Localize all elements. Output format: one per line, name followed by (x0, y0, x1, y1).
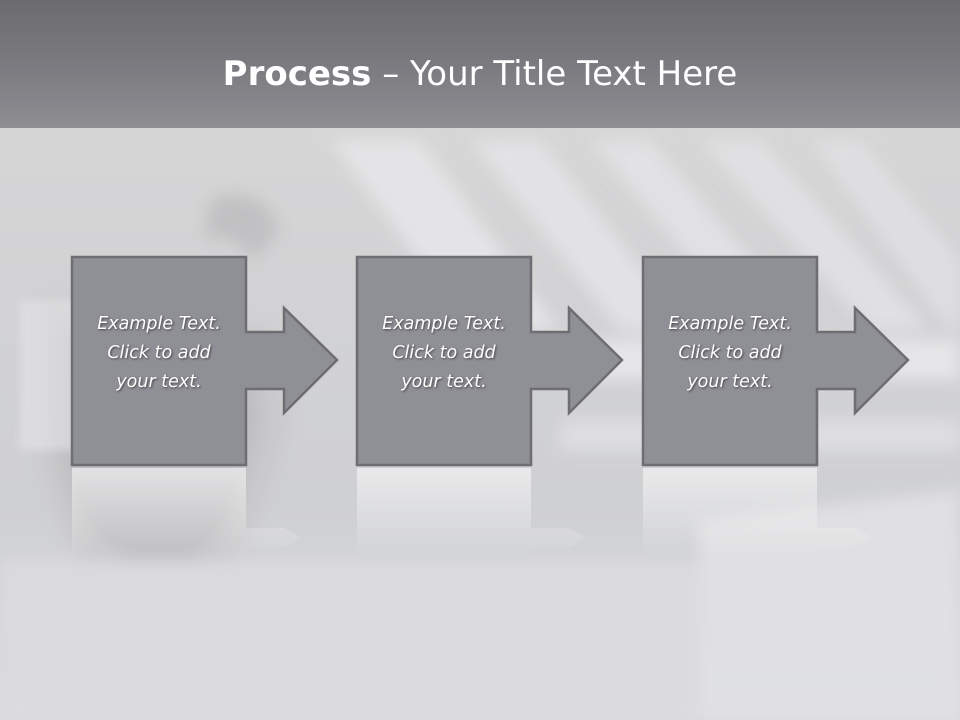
step-1-line-3: your text. (116, 372, 202, 392)
process-step-text-2[interactable]: Example Text. Click to add your text. (356, 310, 532, 397)
title-bold: Process (222, 54, 372, 94)
process-step-text-1[interactable]: Example Text. Click to add your text. (71, 310, 247, 397)
step-3-line-2: Click to add (678, 343, 782, 363)
step-2-line-2: Click to add (392, 343, 496, 363)
title-band (0, 0, 960, 128)
step-2-line-3: your text. (401, 372, 487, 392)
process-step-3[interactable]: Example Text. Click to add your text. (641, 255, 910, 467)
process-step-2[interactable]: Example Text. Click to add your text. (355, 255, 624, 467)
process-arrow-shape-3 (641, 255, 910, 467)
title-dash: – (371, 54, 411, 94)
step-2-line-1: Example Text. (382, 314, 506, 334)
step-3-line-3: your text. (687, 372, 773, 392)
process-step-1[interactable]: Example Text. Click to add your text. (70, 255, 339, 467)
process-arrow-shape-1 (70, 255, 339, 467)
process-arrow-shape-2 (355, 255, 624, 467)
step-1-line-1: Example Text. (97, 314, 221, 334)
process-step-text-3[interactable]: Example Text. Click to add your text. (642, 310, 818, 397)
title-rest: Your Title Text Here (410, 54, 738, 94)
page-title[interactable]: Process – Your Title Text Here (0, 50, 960, 98)
step-1-line-2: Click to add (107, 343, 211, 363)
step-3-line-1: Example Text. (668, 314, 792, 334)
